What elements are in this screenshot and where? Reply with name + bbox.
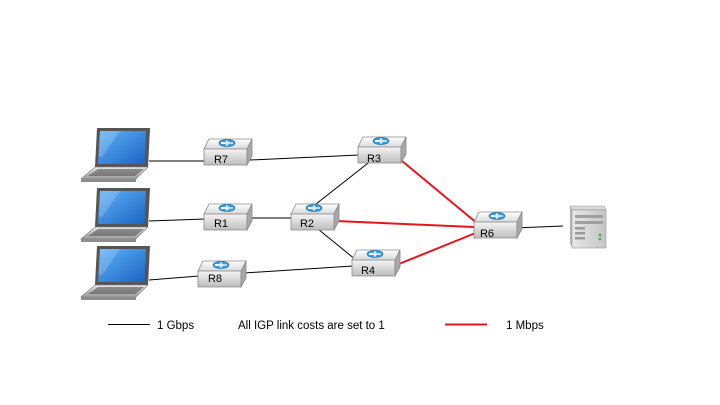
laptop-icon: [80, 127, 151, 183]
laptop-3: [80, 245, 151, 301]
link-R2-R6: [335, 220, 475, 228]
router-R2: R2: [290, 203, 340, 231]
link-R8-R4: [243, 265, 354, 274]
server-icon: [569, 205, 607, 249]
link-R3-R6: [395, 155, 479, 225]
legend-1gbps-label: 1 Gbps: [157, 320, 194, 332]
laptop-1: [80, 127, 151, 183]
router-label: R4: [361, 265, 375, 277]
laptop-icon: [80, 187, 151, 243]
router-R4: R4: [351, 249, 401, 277]
server-1: [569, 205, 607, 249]
legend-note: All IGP link costs are set to 1: [238, 320, 385, 332]
link-R2-R3: [315, 159, 373, 205]
router-label: R6: [480, 228, 494, 240]
router-R7: R7: [203, 138, 253, 166]
router-label: R2: [300, 218, 314, 230]
router-icon: [357, 136, 407, 164]
legend: 1 Gbps All IGP link costs are set to 1 1…: [108, 320, 544, 332]
router-label: R1: [214, 218, 228, 230]
router-R1: R1: [203, 203, 253, 231]
link-R4-R6: [388, 231, 479, 269]
link-R2-R4: [317, 228, 357, 261]
link-laptop-3-R8: [148, 275, 200, 281]
router-R3: R3: [357, 136, 407, 165]
legend-1mbps-label: 1 Mbps: [506, 320, 544, 332]
link-laptop-2-R1: [148, 218, 206, 222]
router-R6: R6: [473, 211, 523, 240]
router-label: R8: [208, 273, 222, 285]
laptop-icon: [80, 245, 151, 301]
router-icon: [290, 203, 340, 231]
router-icon: [351, 249, 401, 277]
link-R7-R3: [249, 154, 360, 161]
router-R8: R8: [197, 260, 247, 288]
router-label: R3: [367, 153, 381, 165]
router-label: R7: [214, 154, 228, 166]
laptop-2: [80, 187, 151, 243]
